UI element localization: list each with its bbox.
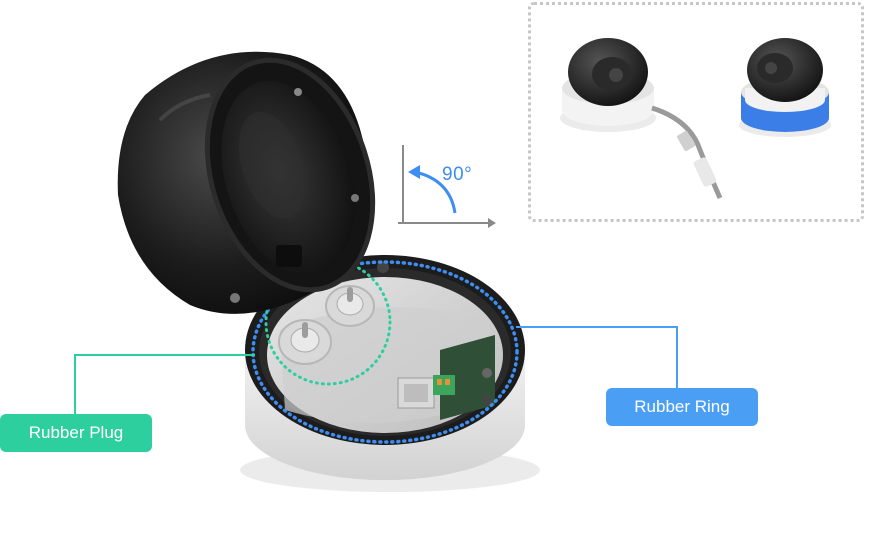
pcb-board <box>397 335 495 420</box>
rubber-plug-label: Rubber Plug <box>0 414 152 452</box>
inset-frame <box>528 2 864 222</box>
angle-label: 90° <box>442 164 473 185</box>
rubber-ring-label: Rubber Ring <box>606 388 758 426</box>
inset-camera-white <box>560 38 656 132</box>
rubber-ring-outline <box>251 260 519 444</box>
junction-base <box>245 255 525 480</box>
dome-camera-open <box>117 51 376 314</box>
rubber-plug-outline <box>264 258 392 386</box>
inset-camera-blue <box>739 38 831 137</box>
angle-indicator <box>398 145 496 228</box>
rubber-plugs <box>278 285 375 365</box>
inset-cable <box>651 105 723 200</box>
ring-leader-line <box>516 326 678 390</box>
plug-leader-line <box>74 354 255 414</box>
